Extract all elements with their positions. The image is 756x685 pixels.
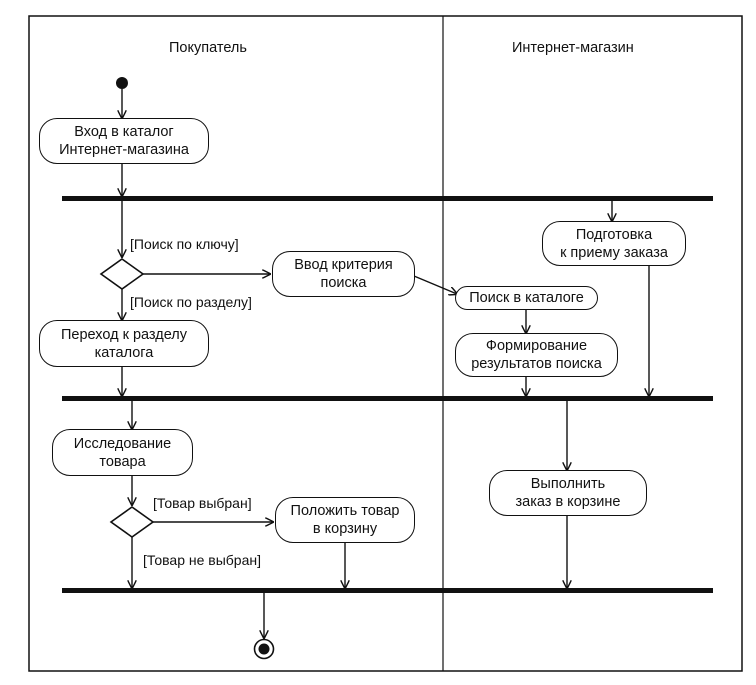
activity-put-in-cart: Положить товар в корзину: [275, 497, 415, 543]
decision-node-search: [99, 258, 145, 290]
activity-enter-catalog: Вход в каталог Интернет-магазина: [39, 118, 209, 164]
activity-prepare-order: Подготовка к приему заказа: [542, 221, 686, 266]
final-node-inner: [258, 643, 270, 655]
fork-bar-1: [62, 196, 713, 201]
activity-form-results: Формирование результатов поиска: [455, 333, 618, 377]
guard-not-selected: [Товар не выбран]: [143, 552, 261, 568]
decision-node-product: [109, 506, 155, 538]
initial-node: [116, 77, 128, 89]
swimlane-title-shop: Интернет-магазин: [512, 40, 634, 56]
activity-fulfill-order: Выполнить заказ в корзине: [489, 470, 647, 516]
activity-search-catalog: Поиск в каталоге: [455, 286, 598, 310]
activity-enter-criteria: Ввод критерия поиска: [272, 251, 415, 297]
activity-examine-product: Исследование товара: [52, 429, 193, 476]
guard-by-section: [Поиск по разделу]: [130, 294, 252, 310]
diagram-frame: [28, 15, 743, 672]
guard-by-key: [Поиск по ключу]: [130, 236, 239, 252]
swimlane-title-buyer: Покупатель: [169, 40, 247, 56]
join-bar-3: [62, 588, 713, 593]
flow-criteria-to-search: [413, 275, 457, 294]
activity-go-to-section: Переход к разделу каталога: [39, 320, 209, 367]
sync-bar-2: [62, 396, 713, 401]
guard-selected: [Товар выбран]: [153, 495, 252, 511]
